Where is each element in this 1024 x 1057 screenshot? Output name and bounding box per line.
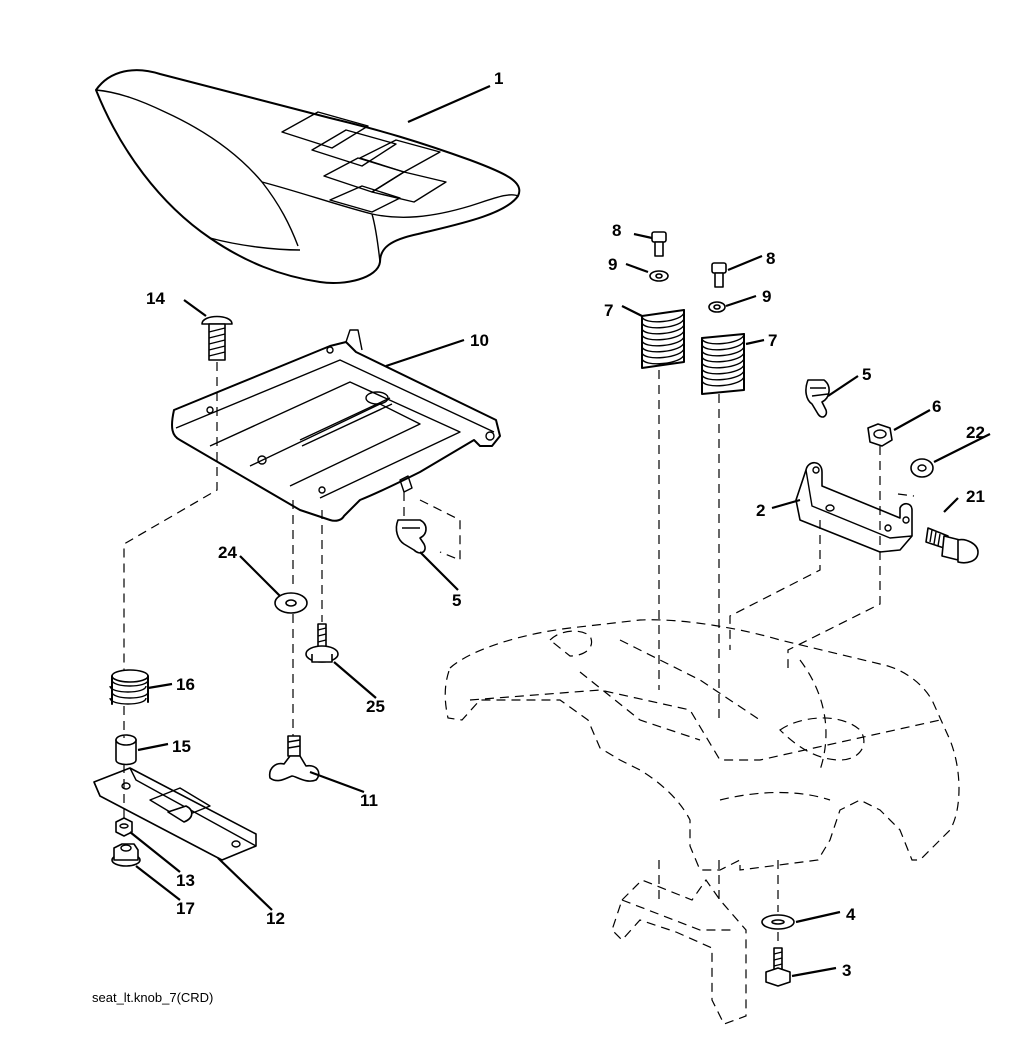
callout-5-left: 5 — [452, 591, 461, 610]
hex-bolt — [765, 947, 791, 987]
callout-25: 25 — [366, 697, 385, 716]
flat-washer — [274, 592, 308, 614]
carriage-bolt — [201, 315, 233, 361]
cable-clip-left — [395, 492, 461, 561]
callout-10: 10 — [470, 331, 489, 350]
alignment-lines — [123, 362, 915, 946]
callout-11: 11 — [360, 791, 378, 810]
seat-pan — [171, 329, 501, 522]
shoulder-screw — [305, 623, 339, 663]
shoulder-bolt — [925, 527, 979, 564]
large-washer — [761, 914, 795, 930]
callout-9-left: 9 — [608, 255, 617, 274]
seat-adjust-knob — [268, 735, 320, 782]
fender-chassis — [444, 619, 960, 1025]
callout-17: 17 — [176, 899, 195, 918]
callout-6: 6 — [932, 397, 941, 416]
callout-22: 22 — [966, 423, 985, 442]
bolt-left — [651, 231, 667, 257]
callout-1: 1 — [494, 69, 503, 88]
callout-15: 15 — [172, 737, 191, 756]
callout-5-right: 5 — [862, 365, 871, 384]
spring-left — [641, 309, 685, 369]
callouts: 1 14 10 8 9 7 8 9 7 5 6 22 21 2 5 24 25 … — [146, 69, 985, 980]
seat — [95, 69, 521, 284]
callout-8-right: 8 — [766, 249, 775, 268]
lock-washer — [910, 458, 934, 478]
hex-nut-small — [115, 817, 133, 837]
callout-3: 3 — [842, 961, 851, 980]
washer-right — [708, 301, 726, 313]
callout-9-right: 9 — [762, 287, 771, 306]
callout-13: 13 — [176, 871, 195, 890]
cable-clip-right — [805, 379, 830, 418]
leader-lines — [129, 84, 991, 978]
callout-7-right: 7 — [768, 331, 777, 350]
spacer — [115, 734, 137, 766]
washer-left — [649, 270, 669, 282]
hex-nut — [867, 423, 893, 447]
seat-bracket — [795, 461, 913, 553]
bolt-right — [711, 262, 727, 288]
callout-16: 16 — [176, 675, 195, 694]
slide-plate — [93, 767, 257, 861]
callout-8-left: 8 — [612, 221, 621, 240]
callout-14: 14 — [146, 289, 165, 308]
callout-7-left: 7 — [604, 301, 613, 320]
flange-nut — [111, 843, 141, 867]
spring-right — [701, 333, 745, 395]
callout-2: 2 — [756, 501, 765, 520]
callout-21: 21 — [966, 487, 985, 506]
callout-24: 24 — [218, 543, 237, 562]
callout-4: 4 — [846, 905, 856, 924]
callout-12: 12 — [266, 909, 285, 928]
lower-spring — [109, 669, 149, 705]
diagram-caption: seat_lt.knob_7(CRD) — [92, 990, 213, 1005]
